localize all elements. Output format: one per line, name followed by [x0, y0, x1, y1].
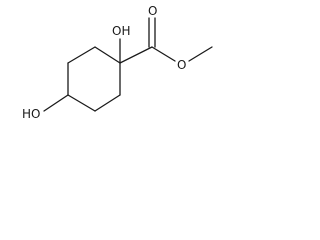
ester-single-bond — [151, 46, 176, 62]
ester-oxygen-label: O — [177, 58, 186, 72]
carbonyl-oxygen-label: O — [148, 4, 157, 18]
ring-bond — [67, 46, 96, 64]
ring-bond — [67, 94, 96, 112]
hydroxyl-label-left: HO — [22, 107, 40, 121]
hydroxyl-label-top: OH — [112, 24, 130, 38]
c4-oh-bond — [43, 94, 69, 112]
methoxy-bond — [188, 46, 213, 62]
c1-carbonyl-bond — [119, 46, 153, 64]
chemical-structure: OH HO O O — [22, 4, 213, 121]
ring-bond — [94, 46, 121, 64]
ester-group — [148, 17, 213, 62]
ring-bond — [94, 94, 121, 112]
cyclohexane-ring — [67, 46, 121, 112]
